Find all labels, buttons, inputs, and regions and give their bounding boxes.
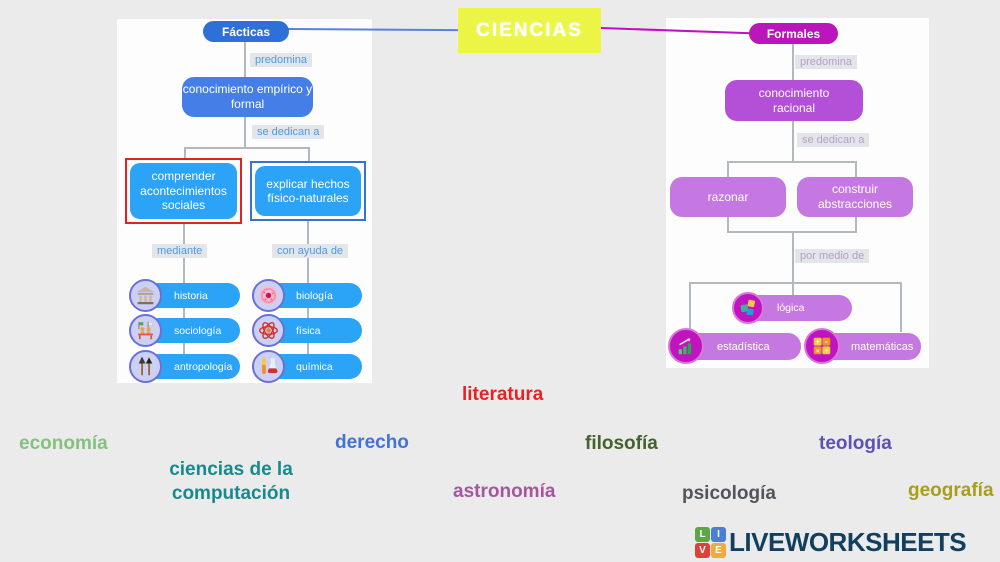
connector [792, 120, 794, 163]
facticas-root: Fácticas [203, 21, 289, 42]
puzzle-icon [732, 292, 764, 324]
word-ciencias-computacion[interactable]: ciencias de la computación [169, 459, 293, 504]
logo-tile-i: I [711, 527, 726, 542]
word-economia[interactable]: economía [19, 433, 108, 454]
cell-icon [252, 279, 285, 312]
connector [727, 161, 857, 163]
svg-text:-: - [825, 337, 828, 346]
label-se-dedican-right: se dedican a [797, 133, 870, 147]
logo-tile-v: V [695, 543, 710, 558]
connector [244, 116, 246, 148]
atom-icon [252, 314, 285, 347]
label-mediante: mediante [152, 244, 208, 258]
item-label: física [296, 324, 321, 337]
connector [727, 161, 729, 177]
svg-text:×: × [816, 348, 820, 355]
flasks-icon [252, 350, 285, 383]
item-label: antropología [174, 360, 233, 373]
word-astronomia[interactable]: astronomía [453, 481, 556, 502]
liveworksheets-logo[interactable]: L I V E LIVEWORKSHEETS [695, 527, 967, 558]
word-psicologia[interactable]: psicología [682, 483, 776, 504]
knowledge-box-racional: conocimiento racional [725, 80, 863, 121]
connector [900, 282, 902, 332]
svg-text:+: + [816, 337, 820, 346]
knowledge-box-racional-text: conocimiento racional [758, 85, 830, 115]
item-label: historia [174, 289, 208, 302]
label-se-dedican-left: se dedican a [252, 125, 325, 139]
connector [184, 147, 186, 160]
connector [792, 231, 794, 283]
knowledge-box-empirico: conocimiento empírico y formal [182, 77, 313, 117]
logo-tile-e: E [711, 543, 726, 558]
goal-box-natural[interactable]: explicar hechos físico-naturales [250, 161, 366, 221]
goal-box-social[interactable]: comprender acontecimientos sociales [125, 158, 242, 224]
connector [792, 44, 794, 81]
item-label: matemáticas [851, 340, 914, 353]
connector [689, 282, 902, 284]
logo-tile-l: L [695, 527, 710, 542]
people-flags-icon [129, 314, 162, 347]
connector [855, 217, 857, 233]
connector [184, 147, 310, 149]
connector [689, 282, 691, 332]
connector [855, 161, 857, 177]
connector [727, 217, 729, 233]
word-teologia[interactable]: teología [819, 433, 892, 454]
temple-icon [129, 279, 162, 312]
axes-icon [129, 350, 162, 383]
word-derecho[interactable]: derecho [335, 432, 409, 453]
math-symbols-icon: + - × ÷ [804, 328, 840, 364]
logo-text: LIVEWORKSHEETS [729, 527, 967, 557]
action-box-razonar: razonar [670, 177, 786, 217]
liveworksheets-grid-icon: L I V E [695, 527, 726, 558]
svg-text:÷: ÷ [825, 348, 829, 355]
action-box-construir: construir abstracciones [797, 177, 913, 217]
formales-root: Formales [749, 23, 838, 44]
label-predomina-right: predomina [795, 55, 857, 69]
goal-box-natural-text: explicar hechos físico-naturales [255, 166, 361, 216]
ciencias-title: CIENCIAS [458, 8, 601, 53]
label-predomina-left: predomina [250, 53, 312, 67]
list-item-estadistica: estadística [683, 333, 801, 360]
connector [792, 282, 794, 295]
goal-box-social-text: comprender acontecimientos sociales [130, 163, 237, 219]
item-label: estadística [717, 340, 770, 353]
label-con-ayuda: con ayuda de [272, 244, 349, 258]
connector [308, 147, 310, 163]
connector [244, 41, 246, 78]
item-label: biología [296, 289, 333, 302]
label-por-medio: por medio de [795, 249, 870, 263]
bar-chart-icon [668, 328, 704, 364]
word-literatura[interactable]: literatura [462, 384, 544, 405]
item-label: lógica [777, 302, 805, 314]
item-label: sociología [174, 324, 222, 337]
word-geografia[interactable]: geografía [908, 480, 994, 501]
word-filosofia[interactable]: filosofía [585, 433, 658, 454]
item-label: química [296, 360, 333, 373]
